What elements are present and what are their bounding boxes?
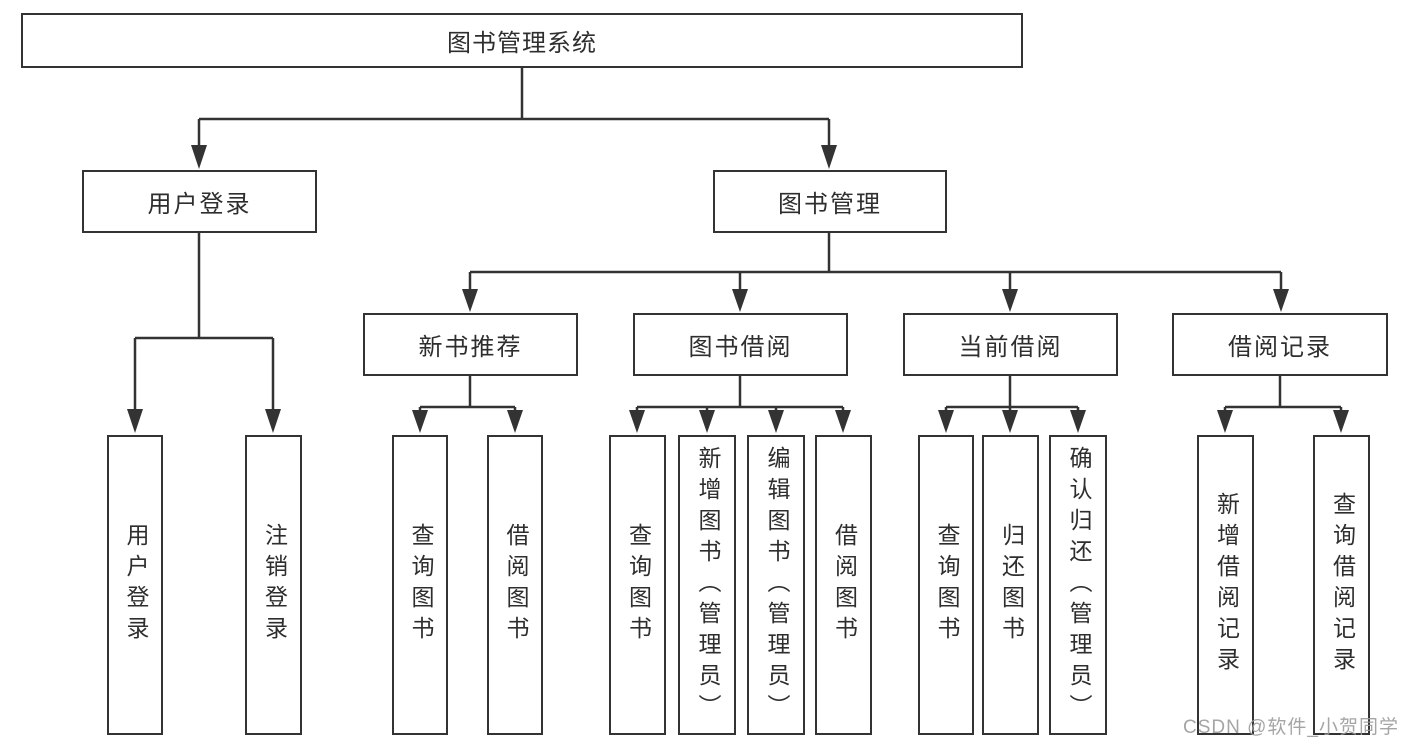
node-label: 当前借阅	[958, 334, 1063, 361]
leaf-current-return-books: 归还图书	[982, 435, 1039, 735]
node-label: 借阅记录	[1228, 334, 1332, 361]
leaf-borrow-query-books: 查询图书	[609, 435, 666, 735]
leaf-label: 归还图书	[998, 523, 1025, 647]
leaf-borrow-edit-book-admin: 编辑图书（管理员）	[747, 435, 805, 735]
arrowheads	[127, 145, 1349, 433]
node-user-login: 用户登录	[82, 170, 317, 233]
leaf-label: 注销登录	[261, 523, 288, 647]
node-label: 图书管理系统	[447, 30, 597, 57]
leaf-label: 确认归还（管理员）	[1065, 445, 1092, 725]
leaf-newbooks-borrow-books: 借阅图书	[487, 435, 543, 735]
leaf-label: 查询图书	[625, 523, 652, 647]
node-current-borrow: 当前借阅	[903, 313, 1118, 376]
node-root-system: 图书管理系统	[21, 13, 1023, 68]
csdn-watermark: CSDN @软件_小贺同学	[1183, 717, 1399, 738]
node-borrow-records: 借阅记录	[1172, 313, 1388, 376]
leaf-label: 用户登录	[122, 523, 149, 647]
leaf-label: 借阅图书	[831, 523, 858, 647]
leaf-borrow-borrow-books: 借阅图书	[815, 435, 872, 735]
leaf-records-add-record: 新增借阅记录	[1197, 435, 1254, 735]
leaf-label: 新增图书（管理员）	[694, 445, 721, 725]
leaf-current-query-books: 查询图书	[918, 435, 974, 735]
leaf-current-confirm-return-admin: 确认归还（管理员）	[1049, 435, 1107, 735]
leaf-label: 查询借阅记录	[1329, 492, 1356, 678]
leaf-label: 查询图书	[933, 523, 960, 647]
leaf-label: 借阅图书	[502, 523, 529, 647]
leaf-label: 编辑图书（管理员）	[763, 445, 790, 725]
leaf-logout: 注销登录	[245, 435, 302, 735]
node-label: 图书借阅	[688, 334, 793, 361]
node-label: 图书管理	[778, 191, 882, 218]
node-label: 用户登录	[147, 191, 252, 218]
leaf-records-query-record: 查询借阅记录	[1313, 435, 1370, 735]
node-new-book-recommend: 新书推荐	[363, 313, 578, 376]
leaf-label: 查询图书	[407, 523, 434, 647]
leaf-user-login: 用户登录	[107, 435, 163, 735]
node-label: 新书推荐	[418, 334, 523, 361]
node-book-management: 图书管理	[713, 170, 947, 233]
leaf-newbooks-query-books: 查询图书	[392, 435, 448, 735]
leaf-label: 新增借阅记录	[1213, 492, 1240, 678]
leaf-borrow-add-book-admin: 新增图书（管理员）	[678, 435, 736, 735]
node-book-borrow: 图书借阅	[633, 313, 848, 376]
